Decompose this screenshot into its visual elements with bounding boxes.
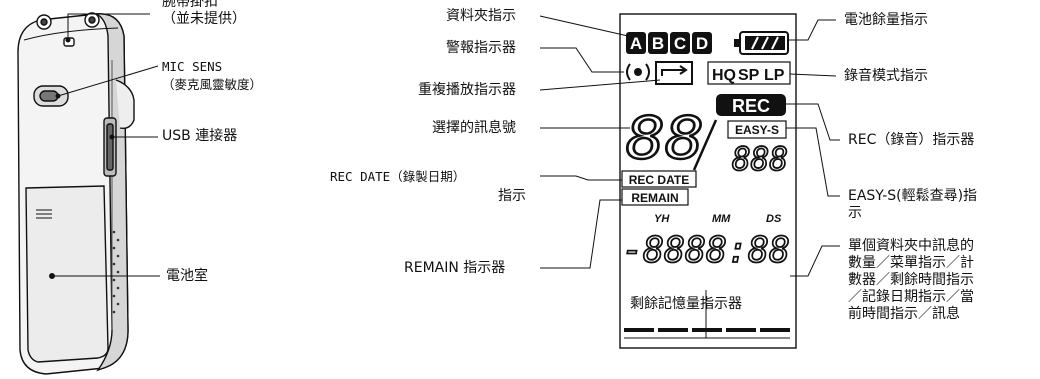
folder-indicator-label: 資料夾指示 — [446, 8, 516, 24]
rec-mode-frame — [707, 61, 791, 85]
mode-hq: HQ — [712, 67, 736, 84]
rec-date-badge: REC DATE — [629, 173, 689, 187]
message-number-label: 選擇的訊息號 — [432, 120, 516, 136]
folder-letter-c: C — [674, 34, 686, 53]
lcd-digits: 88 888 -8888:88 — [621, 103, 791, 272]
marker-yh: YH — [654, 213, 670, 225]
message-number-digits: 88 — [626, 104, 704, 172]
battery-level-icon — [734, 31, 789, 55]
rec-badge-box — [716, 94, 786, 116]
rec-date-label-line1: REC DATE（錄製日期） — [330, 169, 466, 184]
rec-badge: REC — [732, 96, 770, 116]
mode-sp: SP — [738, 67, 760, 84]
rec-indicator-label: REC（錄音）指示器 — [848, 132, 975, 148]
alarm-icon — [626, 63, 650, 81]
device-leader-lines — [49, 13, 160, 279]
rec-date-frame — [621, 170, 697, 188]
small-digits: 888 — [732, 140, 788, 178]
remain-frame — [621, 188, 689, 206]
slash-mark — [692, 119, 718, 171]
mic-sens-label: MIC SENS （麥克風靈敏度） — [162, 59, 263, 92]
marker-mm: MM — [712, 213, 731, 225]
repeat-icon — [655, 61, 693, 85]
lcd-leader-lines — [539, 15, 840, 338]
alarm-indicator-label: 警報指示器 — [446, 40, 516, 56]
counter-digits: -8888:88 — [622, 230, 790, 271]
recorder-device — [17, 12, 135, 375]
folder-indicator — [626, 32, 712, 54]
mode-lp: LP — [764, 67, 785, 84]
folder-letter-a: A — [630, 34, 642, 53]
counter-indicator-label: 單個資料夾中訊息的 數量／菜單指示／計 數器／剩餘時間指示 ／記錄日期指示／當 … — [848, 238, 974, 322]
folder-letter-d: D — [696, 34, 708, 53]
easy-s-indicator-label: EASY-S(輕鬆查尋)指 示 — [848, 188, 978, 221]
battery-compartment-label: 電池室 — [166, 268, 208, 284]
remain-badge: REMAIN — [631, 191, 678, 205]
lcd-text: A B C D HQ SP LP REC EASY-S REC DATE REM… — [629, 34, 785, 225]
strap-hook-label: 腕帶掛扣 （並未提供） — [162, 0, 246, 27]
easy-s-frame — [727, 120, 787, 139]
memory-indicator-label: 剩餘記憶量指示器 — [630, 296, 742, 312]
easy-s-badge: EASY-S — [735, 123, 779, 137]
remain-indicator-label: REMAIN 指示器 — [404, 260, 506, 276]
rec-mode-label: 錄音模式指示 — [844, 68, 928, 84]
repeat-indicator-label: 重複播放指示器 — [418, 82, 516, 98]
marker-ds: DS — [766, 213, 782, 225]
usb-label: USB 連接器 — [162, 128, 238, 144]
rec-date-label-line2: 指示 — [498, 188, 526, 204]
folder-letter-b: B — [652, 34, 664, 53]
battery-level-label: 電池餘量指示 — [844, 12, 928, 28]
